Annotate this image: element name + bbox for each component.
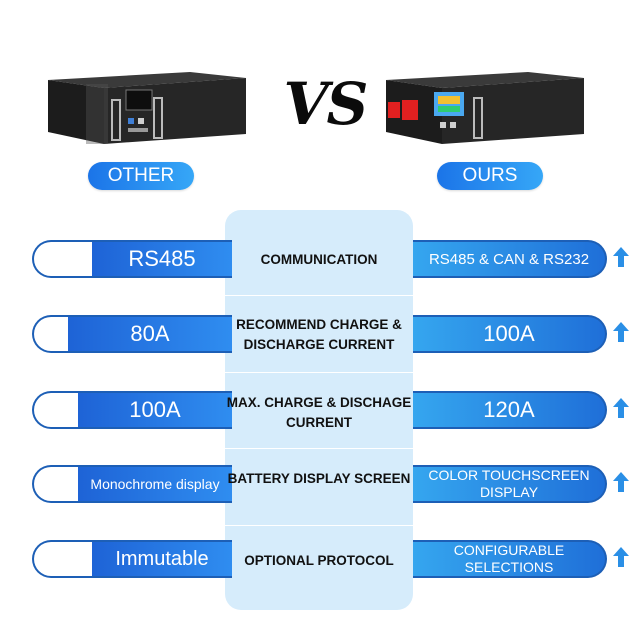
up-arrow-icon (613, 472, 629, 492)
other-value: Immutable (115, 547, 209, 570)
other-value-bar: Monochrome display (32, 465, 232, 503)
ours-value: CONFIGURABLE SELECTIONS (413, 540, 607, 578)
divider (225, 525, 413, 526)
ours-value: 120A (413, 391, 607, 429)
divider (225, 448, 413, 449)
up-arrow-icon (613, 547, 629, 567)
other-tag: OTHER (88, 162, 194, 190)
ours-battery-image (386, 72, 584, 144)
feature-label: COMMUNICATION (260, 252, 378, 267)
other-value: Monochrome display (90, 476, 220, 492)
other-value: RS485 (128, 246, 196, 271)
other-battery-image (48, 72, 246, 144)
ours-value: COLOR TOUCHSCREEN DISPLAY (413, 465, 607, 503)
ours-tag: OURS (437, 162, 543, 190)
up-arrow-icon (613, 322, 629, 342)
other-value: 100A (129, 397, 181, 422)
other-value-bar: 80A (32, 315, 232, 353)
other-value-bar: RS485 (32, 240, 232, 278)
other-value: 80A (130, 321, 170, 346)
up-arrow-icon (613, 398, 629, 418)
other-value-bar: 100A (32, 391, 232, 429)
ours-value: 100A (413, 315, 607, 353)
feature-label: RECOMMEND CHARGE & DISCHARGE CURRENT (236, 317, 402, 352)
divider (225, 295, 413, 296)
divider (225, 372, 413, 373)
other-value-bar: Immutable (32, 540, 232, 578)
up-arrow-icon (613, 247, 629, 267)
feature-label: MAX. CHARGE & DISCHAGE CURRENT (226, 395, 412, 430)
ours-value: RS485 & CAN & RS232 (413, 240, 607, 278)
feature-column (225, 210, 413, 610)
feature-label: BATTERY DISPLAY SCREEN (227, 471, 411, 486)
vs-heading: VS (283, 70, 369, 138)
feature-label: OPTIONAL PROTOCOL (244, 553, 394, 568)
